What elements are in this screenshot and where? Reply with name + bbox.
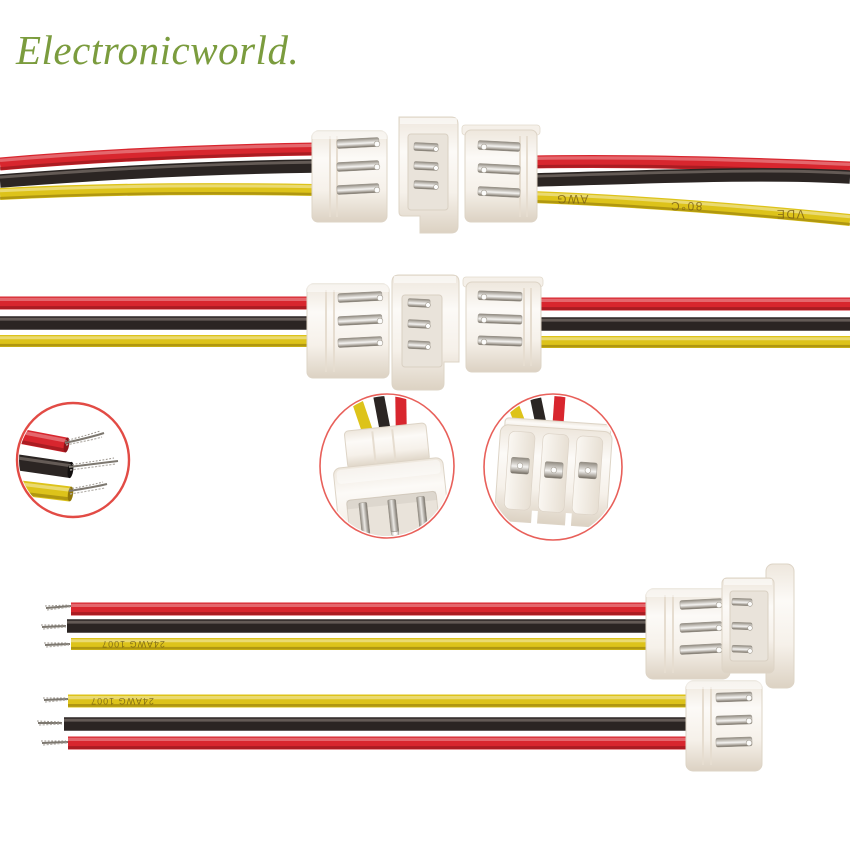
female-detail-contacts [510, 457, 598, 480]
cable2-wire-red [68, 739, 692, 747]
cable2-wire-yellow [68, 698, 692, 706]
cable1-female-connector [645, 588, 731, 680]
cable1-stripped-tips [41, 604, 72, 648]
brand-watermark: Electronicworld. [16, 27, 300, 73]
male-detail-wire-red [395, 396, 407, 430]
top-left-wire-yellow [0, 186, 316, 198]
middle-left-wire-black [0, 319, 314, 323]
top-male-connector [398, 116, 459, 234]
wire-marking-vde: VDE [775, 207, 804, 221]
cable2-female-connector [685, 680, 763, 772]
cable1-male-connector [721, 563, 795, 689]
cable1-wire-red [71, 605, 652, 613]
middle-left-wire-red [0, 299, 314, 307]
bottom-cable-1: 24AWG 1007 [41, 563, 795, 689]
middle-cable-pair [0, 274, 850, 391]
cable1-wire-marking: 24AWG 1007 [101, 639, 165, 649]
middle-right-wire-yellow [536, 339, 850, 346]
detail-circle-female-connector [483, 393, 623, 541]
cable2-wire-black [64, 720, 692, 724]
middle-male-connector [391, 274, 460, 391]
middle-left-female-connector [306, 283, 390, 379]
cable2-wire-marking: 24AWG 1007 [90, 696, 154, 706]
cable2-stripped-tips [36, 697, 69, 746]
detail-wire-red [19, 431, 105, 453]
detail-circle-male-connector [319, 393, 455, 539]
detail-wire-black [19, 457, 119, 479]
wire-marking-temp: 80°C [670, 199, 703, 213]
middle-right-female-connector [462, 276, 544, 373]
top-right-female-connector [461, 124, 541, 223]
male-detail-wire-black [373, 396, 391, 433]
middle-right-wire-red [536, 300, 850, 308]
middle-right-wire-black [536, 320, 850, 324]
bottom-cable-2: 24AWG 1007 [36, 680, 763, 772]
wire-marking-awg: AWG [556, 192, 589, 206]
top-right-wire-black [532, 171, 850, 180]
middle-left-wire-yellow [0, 338, 314, 345]
detail-circle-wire-tips [15, 401, 131, 519]
top-left-female-connector [311, 130, 388, 223]
male-detail-pins [358, 496, 428, 536]
top-cable-pair: AWG 80°C VDE [0, 116, 850, 234]
cable1-wire-black [67, 622, 652, 626]
detail-wire-yellow [19, 482, 108, 502]
